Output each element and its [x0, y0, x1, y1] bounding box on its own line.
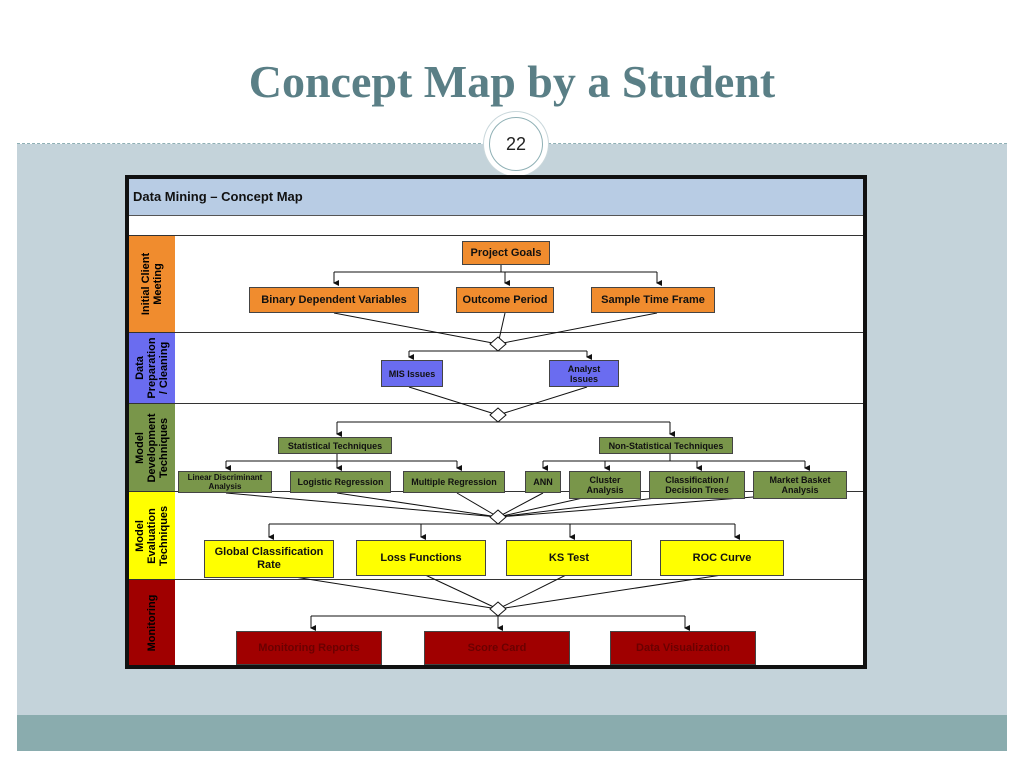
slide: Concept Map by a Student 22 Data Mining … — [17, 17, 1007, 751]
node-global-classification-rate: Global Classification Rate — [204, 540, 334, 578]
decision-diamond — [489, 601, 507, 617]
node-monitoring-reports: Monitoring Reports — [236, 631, 382, 665]
page-number-badge: 22 — [489, 117, 543, 171]
node-data-visualization: Data Visualization — [610, 631, 756, 665]
node-linear-discriminant-analysis: Linear Discriminant Analysis — [178, 471, 272, 493]
band-initial-client-meeting: Initial Client Meeting — [129, 235, 863, 332]
slide-title: Concept Map by a Student — [248, 56, 776, 107]
band-label: Data Preparation / Cleaning — [129, 333, 175, 403]
band-label: Model Evaluation Techniques — [129, 492, 175, 579]
map-header: Data Mining – Concept Map — [129, 179, 863, 216]
band-label: Model Development Techniques — [129, 404, 175, 491]
node-cluster-analysis: Cluster Analysis — [569, 471, 641, 499]
band-label: Initial Client Meeting — [129, 236, 175, 332]
node-classification-decision-trees: Classification / Decision Trees — [649, 471, 745, 499]
node-score-card: Score Card — [424, 631, 570, 665]
node-ann: ANN — [525, 471, 561, 493]
node-analyst-issues: Analyst Issues — [549, 360, 619, 387]
decision-diamond — [489, 336, 507, 352]
node-project-goals: Project Goals — [462, 241, 550, 265]
map-title: Data Mining – Concept Map — [133, 189, 303, 204]
node-logistic-regression: Logistic Regression — [290, 471, 391, 493]
band-model-development: Model Development Techniques — [129, 403, 863, 491]
decision-diamond — [489, 407, 507, 423]
node-loss-functions: Loss Functions — [356, 540, 486, 576]
node-sample-time-frame: Sample Time Frame — [591, 287, 715, 313]
node-ks-test: KS Test — [506, 540, 632, 576]
node-multiple-regression: Multiple Regression — [403, 471, 505, 493]
band-data-preparation: Data Preparation / Cleaning — [129, 332, 863, 403]
node-mis-issues: MIS Issues — [381, 360, 443, 387]
decision-diamond — [489, 509, 507, 525]
concept-map-panel: Data Mining – Concept Map Initial Client… — [125, 175, 867, 669]
node-outcome-period: Outcome Period — [456, 287, 554, 313]
node-roc-curve: ROC Curve — [660, 540, 784, 576]
band-monitoring: Monitoring — [129, 579, 863, 665]
node-binary-dependent-variables: Binary Dependent Variables — [249, 287, 419, 313]
node-statistical-techniques: Statistical Techniques — [278, 437, 392, 454]
footer-band — [17, 715, 1007, 751]
node-non-statistical-techniques: Non-Statistical Techniques — [599, 437, 733, 454]
band-label: Monitoring — [129, 580, 175, 665]
node-market-basket-analysis: Market Basket Analysis — [753, 471, 847, 499]
